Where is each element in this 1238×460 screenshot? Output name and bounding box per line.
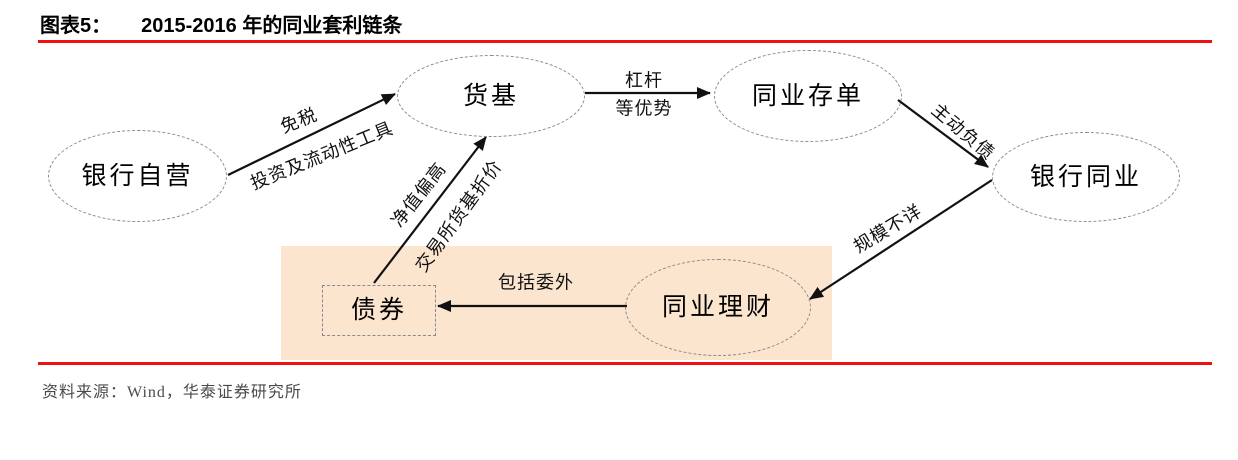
- source-line: 资料来源：Wind，华泰证券研究所: [42, 384, 302, 401]
- arrow-bankinterbank-to-wm: [809, 179, 993, 300]
- edge-label-advantages: 等优势: [615, 98, 673, 119]
- node-money-fund: 货基: [397, 55, 585, 137]
- node-interbank-ncd-label: 同业存单: [751, 82, 864, 110]
- node-interbank-wm: 同业理财: [625, 259, 811, 356]
- node-bank-interbank-label: 银行同业: [1029, 163, 1142, 191]
- node-interbank-ncd: 同业存单: [714, 50, 902, 142]
- node-interbank-wm-label: 同业理财: [661, 294, 774, 321]
- edge-label-active-liability: 主动负债: [927, 99, 999, 164]
- title-rule: [38, 40, 1212, 43]
- node-bank-proprietary-label: 银行自营: [81, 162, 194, 190]
- figure-title-row: 图表5： 2015-2016 年的同业套利链条: [40, 14, 402, 38]
- edge-label-leverage: 杠杆: [625, 70, 663, 91]
- figure-title: 2015-2016 年的同业套利链条: [141, 15, 403, 37]
- node-bonds-label: 债券: [350, 297, 407, 324]
- edge-label-tax-free: 免税: [277, 104, 321, 138]
- node-bonds: 债券: [322, 285, 436, 336]
- edge-label-investment-liquidity-tool: 投资及流动性工具: [247, 117, 397, 194]
- footer-rule: [38, 362, 1212, 365]
- node-bank-proprietary: 银行自营: [48, 130, 227, 222]
- edge-label-nav-high: 净值偏高: [387, 158, 451, 231]
- arbitrage-chain-diagram: 银行自营 货基 同业存单 银行同业 同业理财 债券 免税 投资及流动性工具 杠杆…: [0, 43, 1238, 361]
- node-money-fund-label: 货基: [462, 82, 519, 110]
- figure-label: 图表5：: [40, 15, 112, 37]
- edge-label-includes-outsourcing: 包括委外: [498, 272, 574, 293]
- node-bank-interbank: 银行同业: [992, 132, 1180, 222]
- edge-label-scale-unknown: 规模不详: [850, 200, 926, 257]
